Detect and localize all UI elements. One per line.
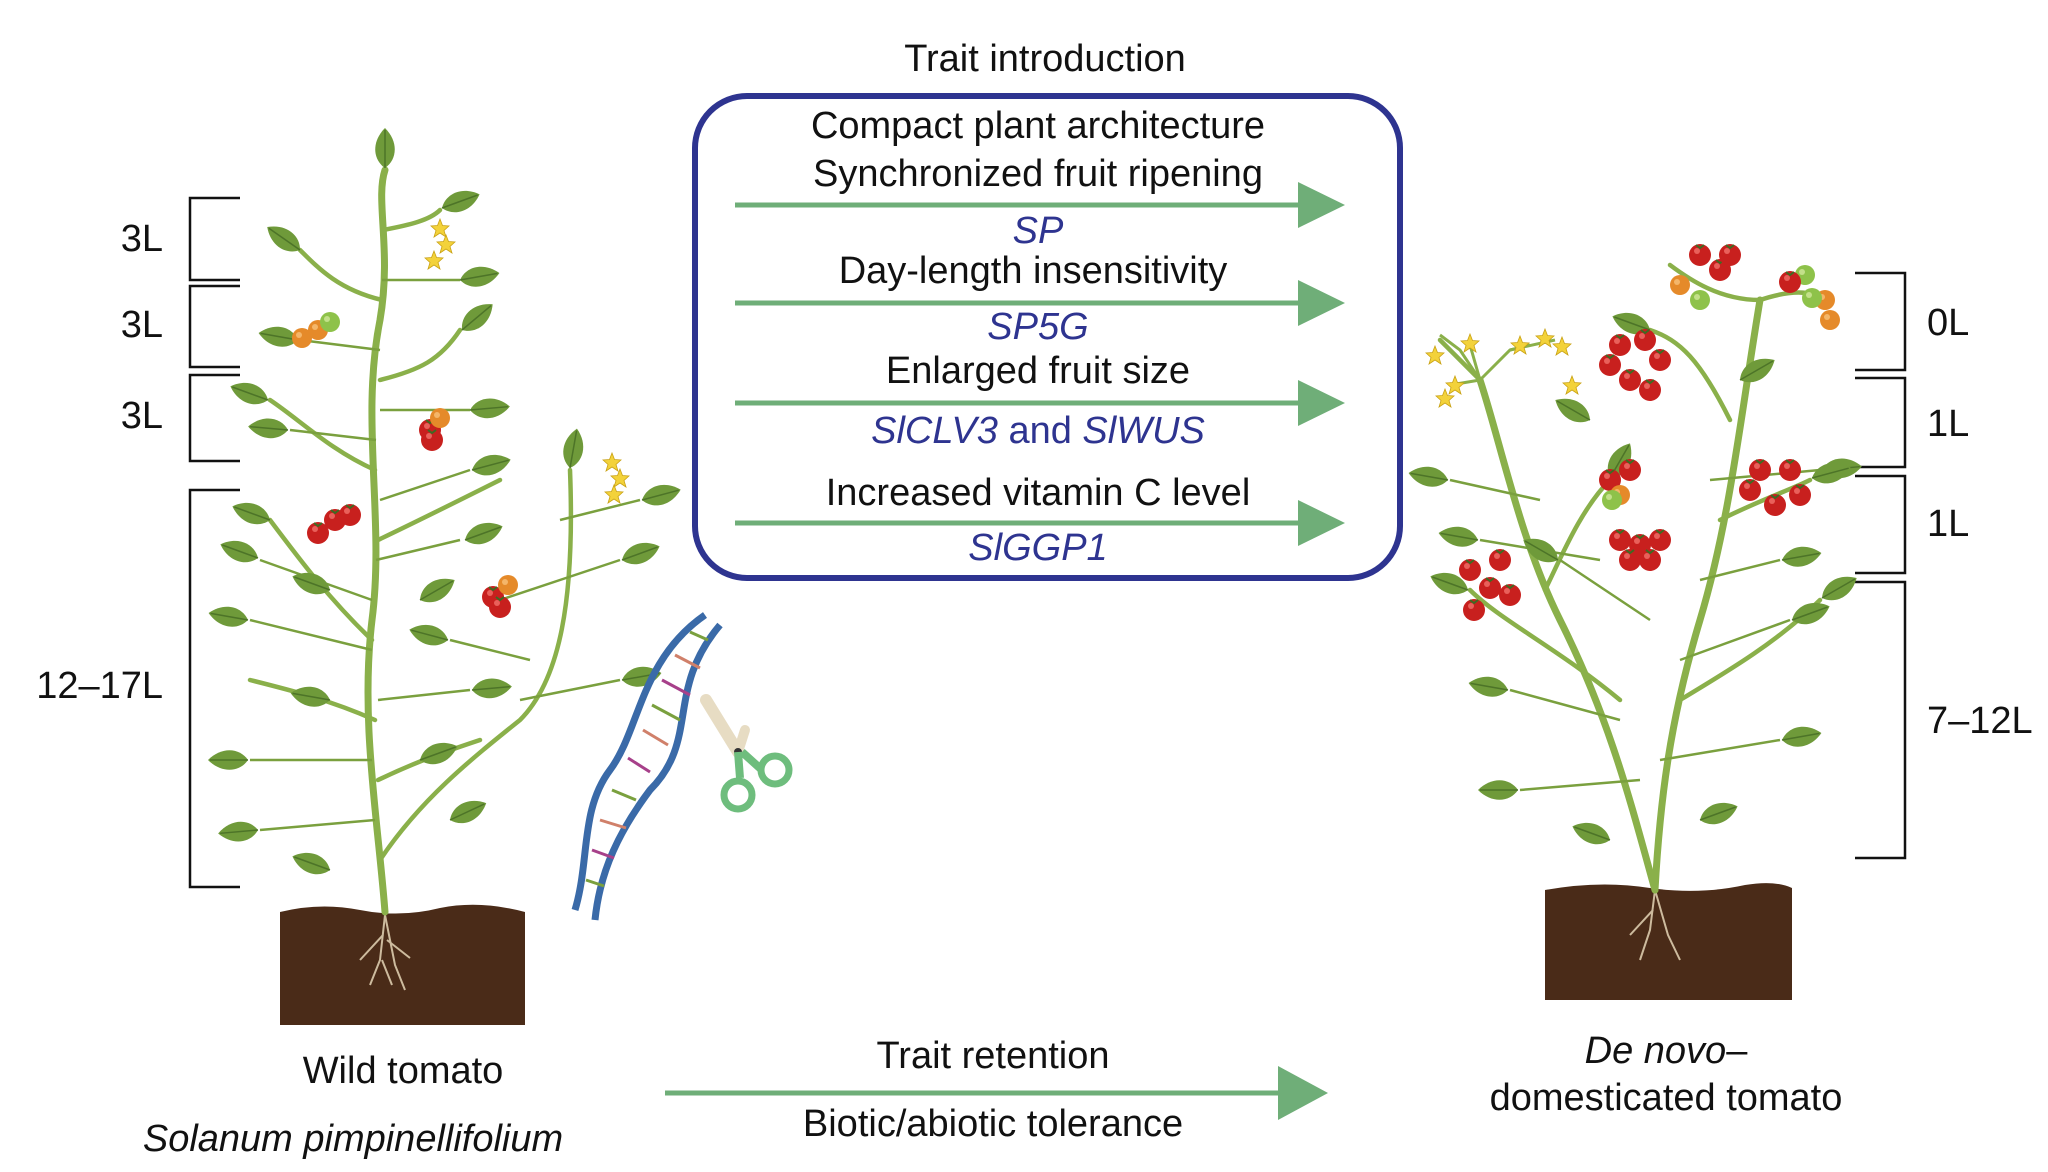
- trait-1-label-line-1: Compact plant architecture: [810, 105, 1266, 147]
- dna-helix-icon: [571, 612, 723, 921]
- domesticated-segment-label-3: 1L: [1927, 503, 1970, 545]
- trait-4-gene: SlGGP1: [968, 527, 1108, 569]
- trait-retention-subtitle: Biotic/abiotic tolerance: [802, 1103, 1184, 1145]
- trait-arrow-3: [735, 380, 1345, 426]
- trait-arrow-1: [735, 182, 1345, 228]
- scissors-icon: [700, 694, 793, 813]
- trait-3-gene-a: SlCLV3: [871, 410, 998, 452]
- domesticated-tomato-label-line-1: De novo–: [1585, 1030, 1748, 1073]
- trait-3-label: Enlarged fruit size: [885, 350, 1191, 392]
- trait-arrow-2: [735, 280, 1345, 326]
- trait-3-gene: SlCLV3 and SlWUS: [871, 410, 1205, 453]
- wild-segment-label-3: 3L: [120, 395, 163, 437]
- wild-segment-brackets: [188, 196, 240, 889]
- domesticated-tomato-plant-illustration: [1406, 243, 1864, 1000]
- de-novo-text: De novo: [1584, 1030, 1727, 1072]
- wild-tomato-species: Solanum pimpinellifolium: [142, 1118, 564, 1160]
- trait-retention-title: Trait retention: [876, 1035, 1110, 1077]
- wild-tomato-label: Wild tomato: [302, 1050, 504, 1092]
- wild-tomato-plant-illustration: [206, 127, 684, 1025]
- trait-introduction-box: [692, 93, 1403, 581]
- domesticated-segment-brackets: [1855, 271, 1907, 860]
- wild-segment-label-2: 3L: [120, 304, 163, 346]
- trait-1-gene: SP: [1012, 210, 1064, 252]
- trait-3-gene-and: and: [997, 410, 1083, 452]
- domesticated-tomato-label-line-2: domesticated tomato: [1489, 1077, 1843, 1119]
- domesticated-segment-label-2: 1L: [1927, 403, 1970, 445]
- trait-retention-arrow: [665, 1066, 1328, 1120]
- wild-segment-label-1: 3L: [120, 218, 163, 260]
- wild-segment-label-4: 12–17L: [36, 665, 163, 707]
- domesticated-segment-label-1: 0L: [1927, 302, 1970, 344]
- trait-arrow-4: [735, 500, 1345, 546]
- trait-4-label: Increased vitamin C level: [825, 472, 1251, 514]
- trait-1-label-line-2: Synchronized fruit ripening: [813, 153, 1263, 195]
- domesticated-segment-label-4: 7–12L: [1927, 700, 2033, 742]
- de-novo-dash: –: [1726, 1030, 1748, 1072]
- trait-2-gene: SP5G: [987, 306, 1089, 348]
- trait-2-label: Day-length insensitivity: [838, 250, 1228, 292]
- trait-introduction-title: Trait introduction: [904, 38, 1186, 80]
- trait-3-gene-b: SlWUS: [1082, 410, 1205, 452]
